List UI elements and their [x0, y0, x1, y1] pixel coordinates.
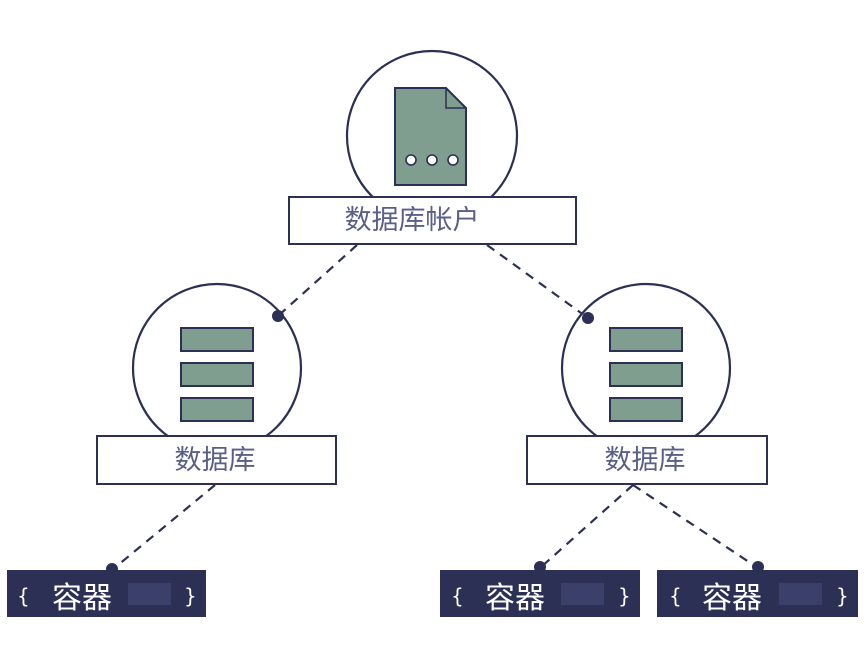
container-1-brace-open: { — [17, 584, 30, 608]
database-node-right: 数据库 — [526, 282, 768, 485]
container-3-box — [657, 570, 858, 617]
container-2-label: 容器 — [485, 581, 545, 616]
database-right-label-box — [526, 435, 768, 485]
database-left-label: 数据库 — [175, 445, 256, 476]
account-label-box — [288, 196, 577, 245]
connectors — [111, 244, 759, 571]
database-icon — [609, 327, 683, 422]
junction-dot — [272, 310, 284, 322]
container-2-brace-close: } — [618, 584, 631, 608]
database-node-left: 数据库 — [96, 282, 337, 485]
connector-account-to-database-left — [277, 244, 358, 317]
container-1-box — [7, 570, 206, 617]
container-1: { 容器 } — [7, 570, 206, 617]
container-1-brace-close: } — [184, 584, 197, 608]
container-2-box — [440, 570, 640, 617]
account-label: 数据库帐户 — [345, 205, 480, 236]
connector-database-right-to-container-3 — [632, 484, 759, 569]
account-node: 数据库帐户 — [288, 49, 577, 245]
container-3-inner-shade — [779, 583, 822, 605]
connector-database-left-to-container-1 — [111, 484, 216, 571]
database-left-label-box — [96, 435, 337, 485]
connector-account-to-database-right — [486, 244, 589, 319]
container-2-brace-open: { — [451, 584, 464, 608]
container-3-brace-close: } — [836, 584, 849, 608]
database-right-label: 数据库 — [605, 445, 686, 476]
junction-dot — [582, 312, 594, 324]
container-1-inner-shade — [128, 583, 171, 605]
container-3-brace-open: { — [669, 584, 682, 608]
container-2: { 容器 } — [440, 570, 640, 617]
container-2-inner-shade — [561, 583, 604, 605]
document-icon — [394, 87, 467, 186]
container-3: { 容器 } — [657, 570, 858, 617]
container-1-label: 容器 — [52, 581, 112, 616]
connector-database-right-to-container-2 — [539, 484, 634, 569]
container-3-label: 容器 — [702, 581, 762, 616]
database-icon — [180, 327, 254, 422]
